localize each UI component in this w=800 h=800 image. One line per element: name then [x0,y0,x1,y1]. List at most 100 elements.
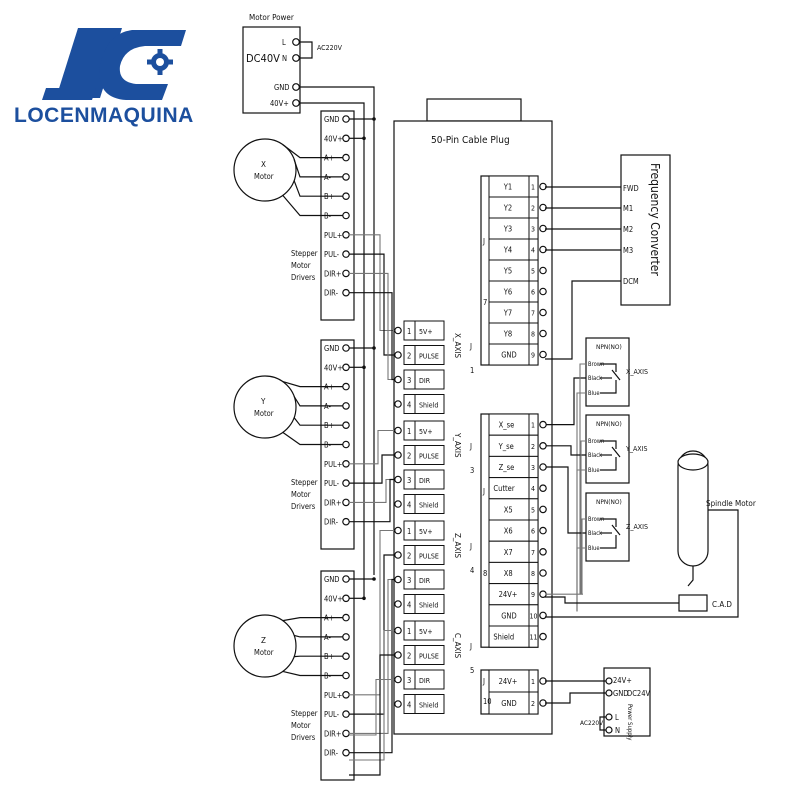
driver-caption: Drivers [291,273,316,282]
j7-pin-number: 1 [531,184,535,192]
driver-caption: Motor [291,490,311,499]
terminal-pin [292,54,300,62]
terminal-pin [539,569,547,577]
axis-pin-number: 1 [407,427,411,436]
spindle-motor [677,450,709,587]
driver-terminal-label: PUL- [324,710,340,719]
terminal-pin [342,748,350,757]
motor-wire [293,417,343,426]
sensor-wire-label: Blue [588,546,600,552]
motor-wire [282,617,343,622]
stepper-driver: GND40V+A+A-B+B-PUL+PUL-DIR+DIR-StepperMo… [233,339,376,550]
motor-wire [293,159,343,178]
stepper-driver: GND40V+A+A-B+B-PUL+PUL-DIR+DIR-StepperMo… [233,570,376,781]
axis-connector-j-label: J [469,342,472,351]
axis-signal-label: PULSE [419,353,439,361]
j8-pin-number: 4 [531,485,535,493]
terminal-pin [342,633,350,641]
j8-pin-label: Cutter [493,484,514,493]
sensor-24v-wire [579,363,586,595]
gnd-bus [299,86,375,575]
axis-pin-number: 3 [407,576,411,585]
terminal-pin [342,231,350,239]
sensor-wire-label: Black [588,376,602,382]
terminal-pin [342,288,350,297]
driver-terminal-label: 40V+ [324,363,343,372]
axis-pin-number: 1 [407,327,411,336]
j8-pin-number: 2 [531,443,535,451]
j8-pin-label: Y_se [498,442,514,451]
switch [600,457,617,471]
axis-pin-number: 1 [407,627,411,636]
j7-pin-label: Y8 [503,330,512,339]
motor-wire [282,670,343,677]
driver-caption: Drivers [291,502,316,511]
sensor-wire-label: Brown [588,517,604,523]
terminal-pin [394,700,402,708]
spindle-wire [545,509,739,618]
j8-pin-number: 8 [531,570,535,578]
j8-pin-label: X_se [499,421,515,430]
terminal-pin [342,421,350,430]
terminal-pin [539,484,547,493]
axis-pin-number: 4 [407,601,411,610]
terminal-pin [342,440,350,449]
sensor-24v-wire [581,518,586,595]
j8-pin-label: X7 [504,548,513,557]
axis-signal-label: PULSE [419,553,439,561]
ps-terminal-24v: 24V+ [613,676,632,685]
terminal-pin [342,517,350,526]
sensor-wire-label: Brown [588,439,604,445]
switch [600,440,617,449]
terminal-pin [342,575,350,583]
driver-terminal-label: DIR+ [324,269,342,278]
terminal-pin [394,626,402,635]
terminal-pin [342,652,350,661]
motor-power-ac-label: AC220V [317,44,343,52]
terminal-pin [394,651,402,659]
terminal-pin [605,726,613,734]
fc-terminal-dcm: DCM [623,277,639,286]
motor-power-box [242,26,301,114]
gear-icon [147,49,173,75]
axis-connector-j-label: J [469,642,472,651]
signal-wire [349,578,395,754]
axis-connector-j-label: J [469,442,472,451]
switch [611,524,621,536]
ps-sub-label: Power Supply [626,704,633,741]
j7-pin-number: 3 [531,226,535,234]
j8-pin-label: GND [501,611,516,620]
j7-pin-number: 5 [531,268,535,276]
j7-pin-label: Y5 [503,267,512,276]
signal-wire [349,272,395,381]
terminal-pin [342,729,350,738]
terminal-pin [539,611,547,620]
j7-pin-number: 6 [531,289,535,297]
sensor-wire-label: Blue [588,391,600,397]
terminal-pin [342,690,350,699]
motor-label: Z [261,636,266,645]
j8-pin-number: 6 [531,528,535,536]
frequency-converter-box [620,154,671,306]
terminal-pin [539,420,547,429]
terminal-pin [342,192,350,201]
axis-signal-label: DIR [419,577,431,585]
j8-pin-label: 24V+ [499,590,518,599]
terminal-pin [394,475,402,484]
motor-power-label: DC40V [246,52,280,65]
motor-wire [282,195,343,217]
j7-pin-number: 7 [531,310,535,318]
axis-signal-label: DIR [419,477,431,485]
sensor-axis-label: X_AXIS [626,368,648,376]
j7-pin-label: Y4 [503,246,512,255]
j10-pin-label: GND [501,699,516,708]
sensor-wire-label: Brown [588,362,604,368]
ps-terminal-n: N [615,726,620,735]
axis-pin-number: 2 [407,652,411,661]
terminal-pin [394,375,402,384]
